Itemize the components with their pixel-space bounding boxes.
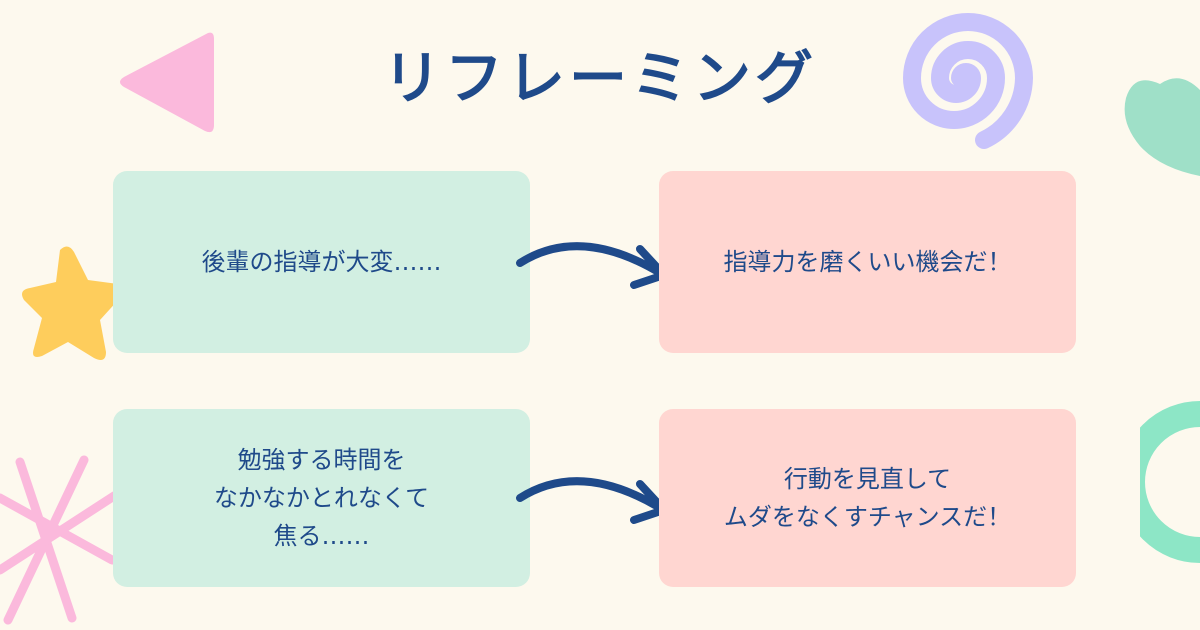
asterisk-shape (0, 455, 119, 625)
spiral-shape (902, 13, 1034, 149)
after-text-1: 指導力を磨くいい機会だ！ (723, 248, 1012, 276)
before-box-2: 勉強する時間を なかなかとれなくて 焦る…… (113, 409, 530, 587)
before-text-1: 後輩の指導が大変…… (201, 248, 442, 276)
after-box-2: 行動を見直して ムダをなくすチャンスだ！ (659, 409, 1076, 587)
arrow-right-icon (516, 477, 668, 524)
star-shape (22, 246, 125, 360)
page-title: リフレーミング (382, 44, 817, 112)
before-box-1: 後輩の指導が大変…… (113, 171, 530, 353)
after-text-2: 行動を見直して ムダをなくすチャンスだ！ (723, 465, 1012, 531)
heart-shape (1124, 78, 1200, 176)
ring-shape (1140, 401, 1200, 563)
arrow-right-icon (516, 242, 668, 289)
triangle-shape (120, 32, 214, 133)
after-box-1: 指導力を磨くいい機会だ！ (659, 171, 1076, 353)
before-text-2: 勉強する時間を なかなかとれなくて 焦る…… (213, 446, 430, 550)
